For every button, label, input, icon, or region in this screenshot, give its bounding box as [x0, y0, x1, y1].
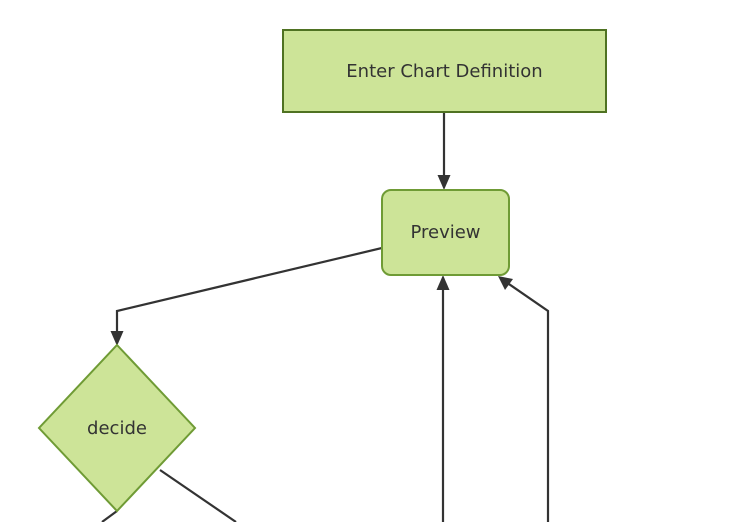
edge-bottom-center-preview[interactable]	[436, 275, 450, 522]
node-decide[interactable]: decide	[37, 343, 197, 513]
node-enter-chart-definition[interactable]: Enter Chart Definition	[282, 29, 607, 113]
node-layer: Enter Chart Definition Preview decide	[37, 29, 607, 513]
node-label-preview: Preview	[410, 222, 480, 243]
edge-layer	[101, 112, 550, 522]
edge-preview-decide[interactable]	[110, 246, 383, 346]
edge-decide-right[interactable]	[159, 469, 237, 522]
node-label-decide: decide	[87, 418, 147, 439]
edge-enter-preview[interactable]	[437, 112, 451, 190]
node-label-enter-chart-definition: Enter Chart Definition	[346, 61, 542, 82]
edge-bottom-right-preview[interactable]	[498, 276, 550, 522]
node-preview[interactable]: Preview	[381, 189, 510, 276]
edge-decide-left[interactable]	[101, 510, 118, 522]
